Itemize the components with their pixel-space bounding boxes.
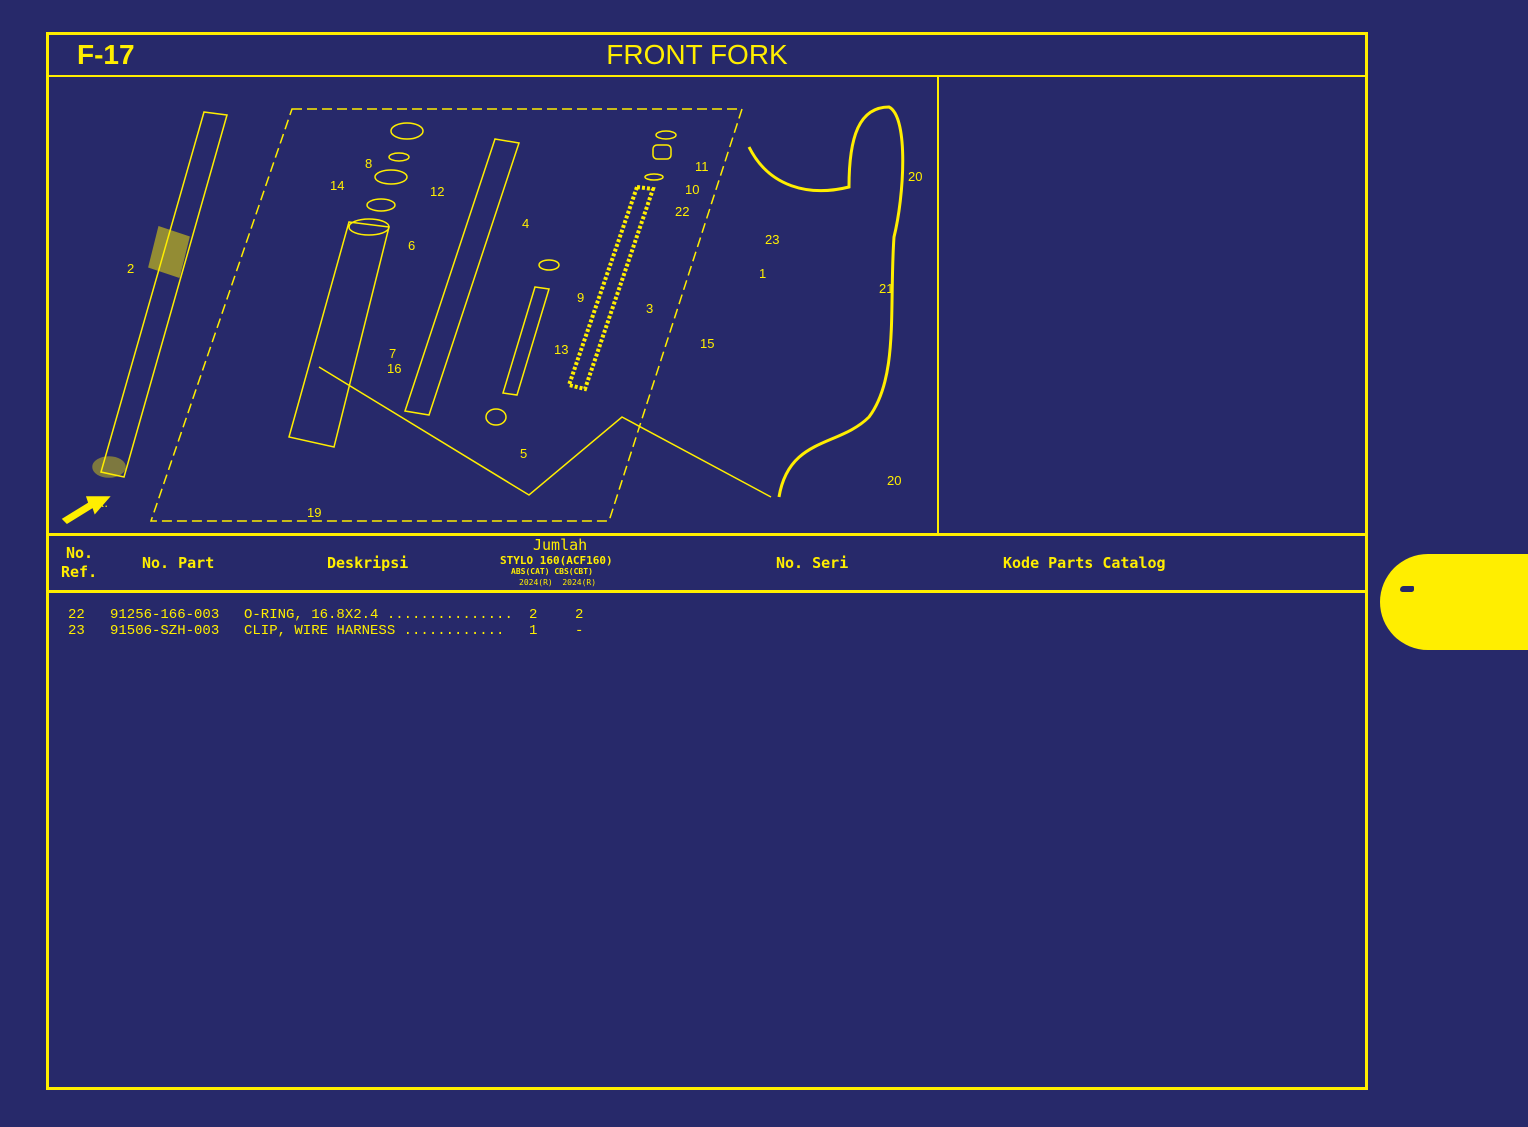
assembly-outline xyxy=(149,108,744,522)
callout-label: 16 xyxy=(387,361,401,376)
callout-label: 20 xyxy=(908,169,922,184)
fork-spring xyxy=(566,184,656,392)
callout-label: 15 xyxy=(700,336,714,351)
description: CLIP, WIRE HARNESS ............ xyxy=(244,623,505,639)
col-description: Deskripsi xyxy=(327,554,409,572)
callout-label: 19 xyxy=(307,505,321,520)
callout-label: 11 xyxy=(695,159,709,174)
bottom-case xyxy=(288,218,390,448)
front-direction-label: FR. xyxy=(87,495,108,510)
callout-label: 1 xyxy=(759,266,766,281)
qty-abs: 2 xyxy=(529,607,538,623)
callout-label: 9 xyxy=(577,290,584,305)
ref-no: 23 xyxy=(68,623,85,639)
callout-label: 4 xyxy=(522,216,529,231)
col-part-no: No. Part xyxy=(142,554,215,572)
fork-leg-left xyxy=(92,111,228,478)
col-ref-line2: Ref. xyxy=(61,563,98,581)
callout-label: 5 xyxy=(520,446,527,461)
fork-pipe xyxy=(404,138,520,416)
parts-table-body: 22 91256-166-003 O-RING, 16.8X2.4 ......… xyxy=(49,607,1365,639)
exploded-parts-diagram: 281412641110229313157165191817202312120K… xyxy=(49,77,939,533)
col-quantity: Jumlah xyxy=(533,536,588,554)
qty-cbs: - xyxy=(575,623,584,639)
damper-rod xyxy=(502,286,550,396)
col-variants: ABS(CAT) CBS(CBT) xyxy=(511,567,593,576)
callout-label: 8 xyxy=(365,156,372,171)
title-bar: F-17 FRONT FORK xyxy=(49,35,1365,77)
table-row[interactable]: 22 91256-166-003 O-RING, 16.8X2.4 ......… xyxy=(49,607,1365,623)
qty-abs: 1 xyxy=(529,623,538,639)
tab-icon xyxy=(1400,586,1414,592)
col-years: 2024(R) 2024(R) xyxy=(519,578,597,587)
parts-table-header: No. Ref. No. Part Deskripsi Jumlah STYLO… xyxy=(49,533,1365,593)
callout-label: 3 xyxy=(646,301,653,316)
part-no: 91256-166-003 xyxy=(110,607,220,623)
table-row[interactable]: 23 91506-SZH-003 CLIP, WIRE HARNESS ....… xyxy=(49,623,1365,639)
side-navigation-tab[interactable] xyxy=(1380,554,1528,650)
col-model: STYLO 160(ACF160) xyxy=(500,554,613,567)
callout-label: 23 xyxy=(765,232,779,247)
callout-label: 13 xyxy=(554,342,568,357)
catalog-page-frame: F-17 FRONT FORK xyxy=(46,32,1368,1090)
callout-label: 7 xyxy=(389,346,396,361)
page-title: FRONT FORK xyxy=(606,39,788,70)
part-no: 91506-SZH-003 xyxy=(110,623,220,639)
callout-label: 2 xyxy=(127,261,134,276)
col-serial: No. Seri xyxy=(776,554,849,572)
wire-harness xyxy=(747,105,905,498)
callout-label: 22 xyxy=(675,204,689,219)
callout-label: 6 xyxy=(408,238,415,253)
front-direction-arrow xyxy=(61,496,111,524)
callout-label: 21 xyxy=(879,281,893,296)
ref-no: 22 xyxy=(68,607,85,623)
callout-label: 14 xyxy=(330,178,344,193)
col-ref-line1: No. xyxy=(66,544,94,562)
callout-label: 20 xyxy=(887,473,901,488)
qty-cbs: 2 xyxy=(575,607,584,623)
col-catalog-code: Kode Parts Catalog xyxy=(1003,554,1166,572)
callout-label: 12 xyxy=(430,184,444,199)
description: O-RING, 16.8X2.4 ............... xyxy=(244,607,513,623)
figure-code: F-17 xyxy=(77,39,135,70)
callout-label: 10 xyxy=(685,182,699,197)
